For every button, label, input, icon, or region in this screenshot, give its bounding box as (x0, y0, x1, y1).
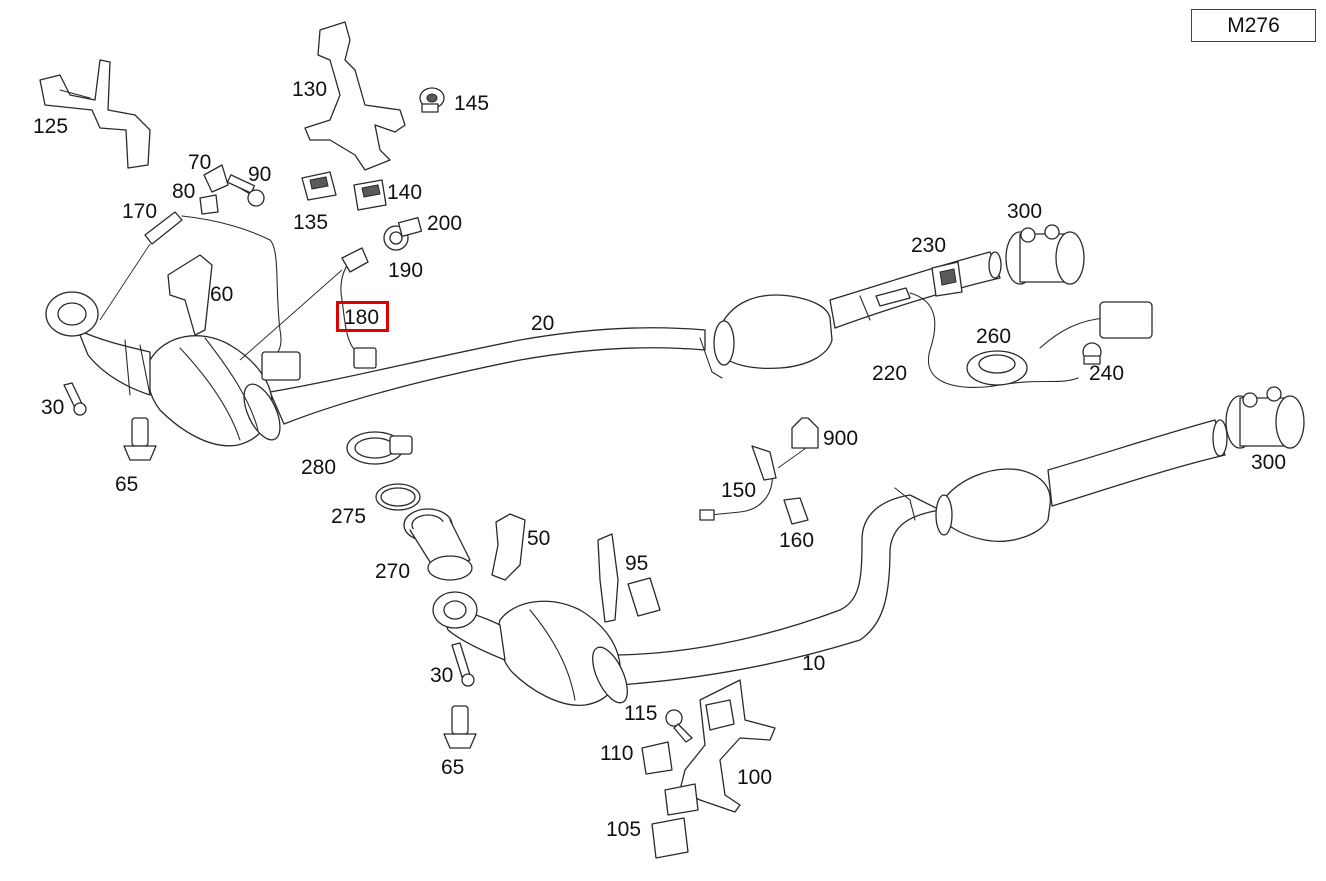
bracket-60 (167, 254, 213, 336)
callout-180[interactable]: 180 (344, 306, 379, 329)
callout-220[interactable]: 220 (872, 362, 907, 385)
callout-240[interactable]: 240 (1089, 362, 1124, 385)
callout-200[interactable]: 200 (427, 212, 462, 235)
clamp-280 (346, 431, 413, 465)
gasket-275 (375, 483, 421, 511)
clip-105 (651, 783, 699, 859)
connector-900 (791, 417, 819, 449)
callout-10[interactable]: 10 (802, 652, 825, 675)
callout-60[interactable]: 60 (210, 283, 233, 306)
callout-160[interactable]: 160 (779, 529, 814, 552)
stud-65-lower (443, 705, 477, 749)
callout-90[interactable]: 90 (248, 163, 271, 186)
exhaust-pipe-20 (269, 251, 1002, 425)
bolt-115 (665, 709, 693, 743)
catalytic-converter-upper (45, 291, 281, 447)
clip-140 (353, 179, 387, 211)
callout-65-upper[interactable]: 65 (115, 473, 138, 496)
catalytic-converter-lower (432, 591, 628, 706)
oxygen-sensor-220 (875, 287, 1153, 388)
callout-135[interactable]: 135 (293, 211, 328, 234)
callout-900[interactable]: 900 (823, 427, 858, 450)
callout-150[interactable]: 150 (721, 479, 756, 502)
callout-230[interactable]: 230 (911, 234, 946, 257)
callout-275[interactable]: 275 (331, 505, 366, 528)
oxygen-sensor-170 (99, 211, 301, 381)
clamp-300-upper (1005, 224, 1085, 285)
bolt-30-lower (451, 642, 475, 687)
clamp-190 (383, 217, 423, 251)
callout-100[interactable]: 100 (737, 766, 772, 789)
callout-20[interactable]: 20 (531, 312, 554, 335)
callout-105[interactable]: 105 (606, 818, 641, 841)
callout-50[interactable]: 50 (527, 527, 550, 550)
nut-240 (1082, 342, 1102, 365)
callout-110[interactable]: 110 (600, 742, 633, 765)
callout-260[interactable]: 260 (976, 325, 1011, 348)
callout-30-lower[interactable]: 30 (430, 664, 453, 687)
bracket-125 (39, 59, 151, 169)
callout-190[interactable]: 190 (388, 259, 423, 282)
callout-130[interactable]: 130 (292, 78, 327, 101)
callout-145[interactable]: 145 (454, 92, 489, 115)
grommet-260 (966, 350, 1028, 386)
callout-30-upper[interactable]: 30 (41, 396, 64, 419)
nut-145 (419, 87, 445, 113)
oxygen-sensor-150 (699, 445, 807, 521)
stud-65-upper (123, 417, 157, 461)
callout-140[interactable]: 140 (387, 181, 422, 204)
bracket-100 (679, 679, 776, 813)
callout-95[interactable]: 95 (625, 552, 648, 575)
exhaust-pipe-10 (609, 419, 1228, 686)
bolt-30-upper (63, 382, 87, 416)
bracket-130 (304, 21, 406, 171)
callout-70[interactable]: 70 (188, 151, 211, 174)
model-code-label: M276 (1191, 9, 1316, 42)
clip-230 (931, 261, 963, 297)
flange-270 (403, 508, 473, 581)
clip-110 (641, 741, 673, 775)
callout-300-lower[interactable]: 300 (1251, 451, 1286, 474)
callout-125[interactable]: 125 (33, 115, 68, 138)
callout-80[interactable]: 80 (172, 180, 195, 203)
oxygen-sensor-180 (239, 247, 377, 369)
clamp-300-lower (1225, 386, 1305, 449)
clip-160 (783, 497, 809, 525)
callout-280[interactable]: 280 (301, 456, 336, 479)
clip-135 (301, 171, 337, 201)
callout-115[interactable]: 115 (624, 702, 657, 725)
callout-65-lower[interactable]: 65 (441, 756, 464, 779)
bracket-95 (597, 533, 661, 623)
bracket-50 (491, 513, 526, 581)
callout-170[interactable]: 170 (122, 200, 157, 223)
bolt-90 (226, 174, 265, 207)
highlight-box-180 (336, 301, 389, 332)
callout-270[interactable]: 270 (375, 560, 410, 583)
clip-70-80 (199, 164, 229, 215)
callout-300-upper[interactable]: 300 (1007, 200, 1042, 223)
